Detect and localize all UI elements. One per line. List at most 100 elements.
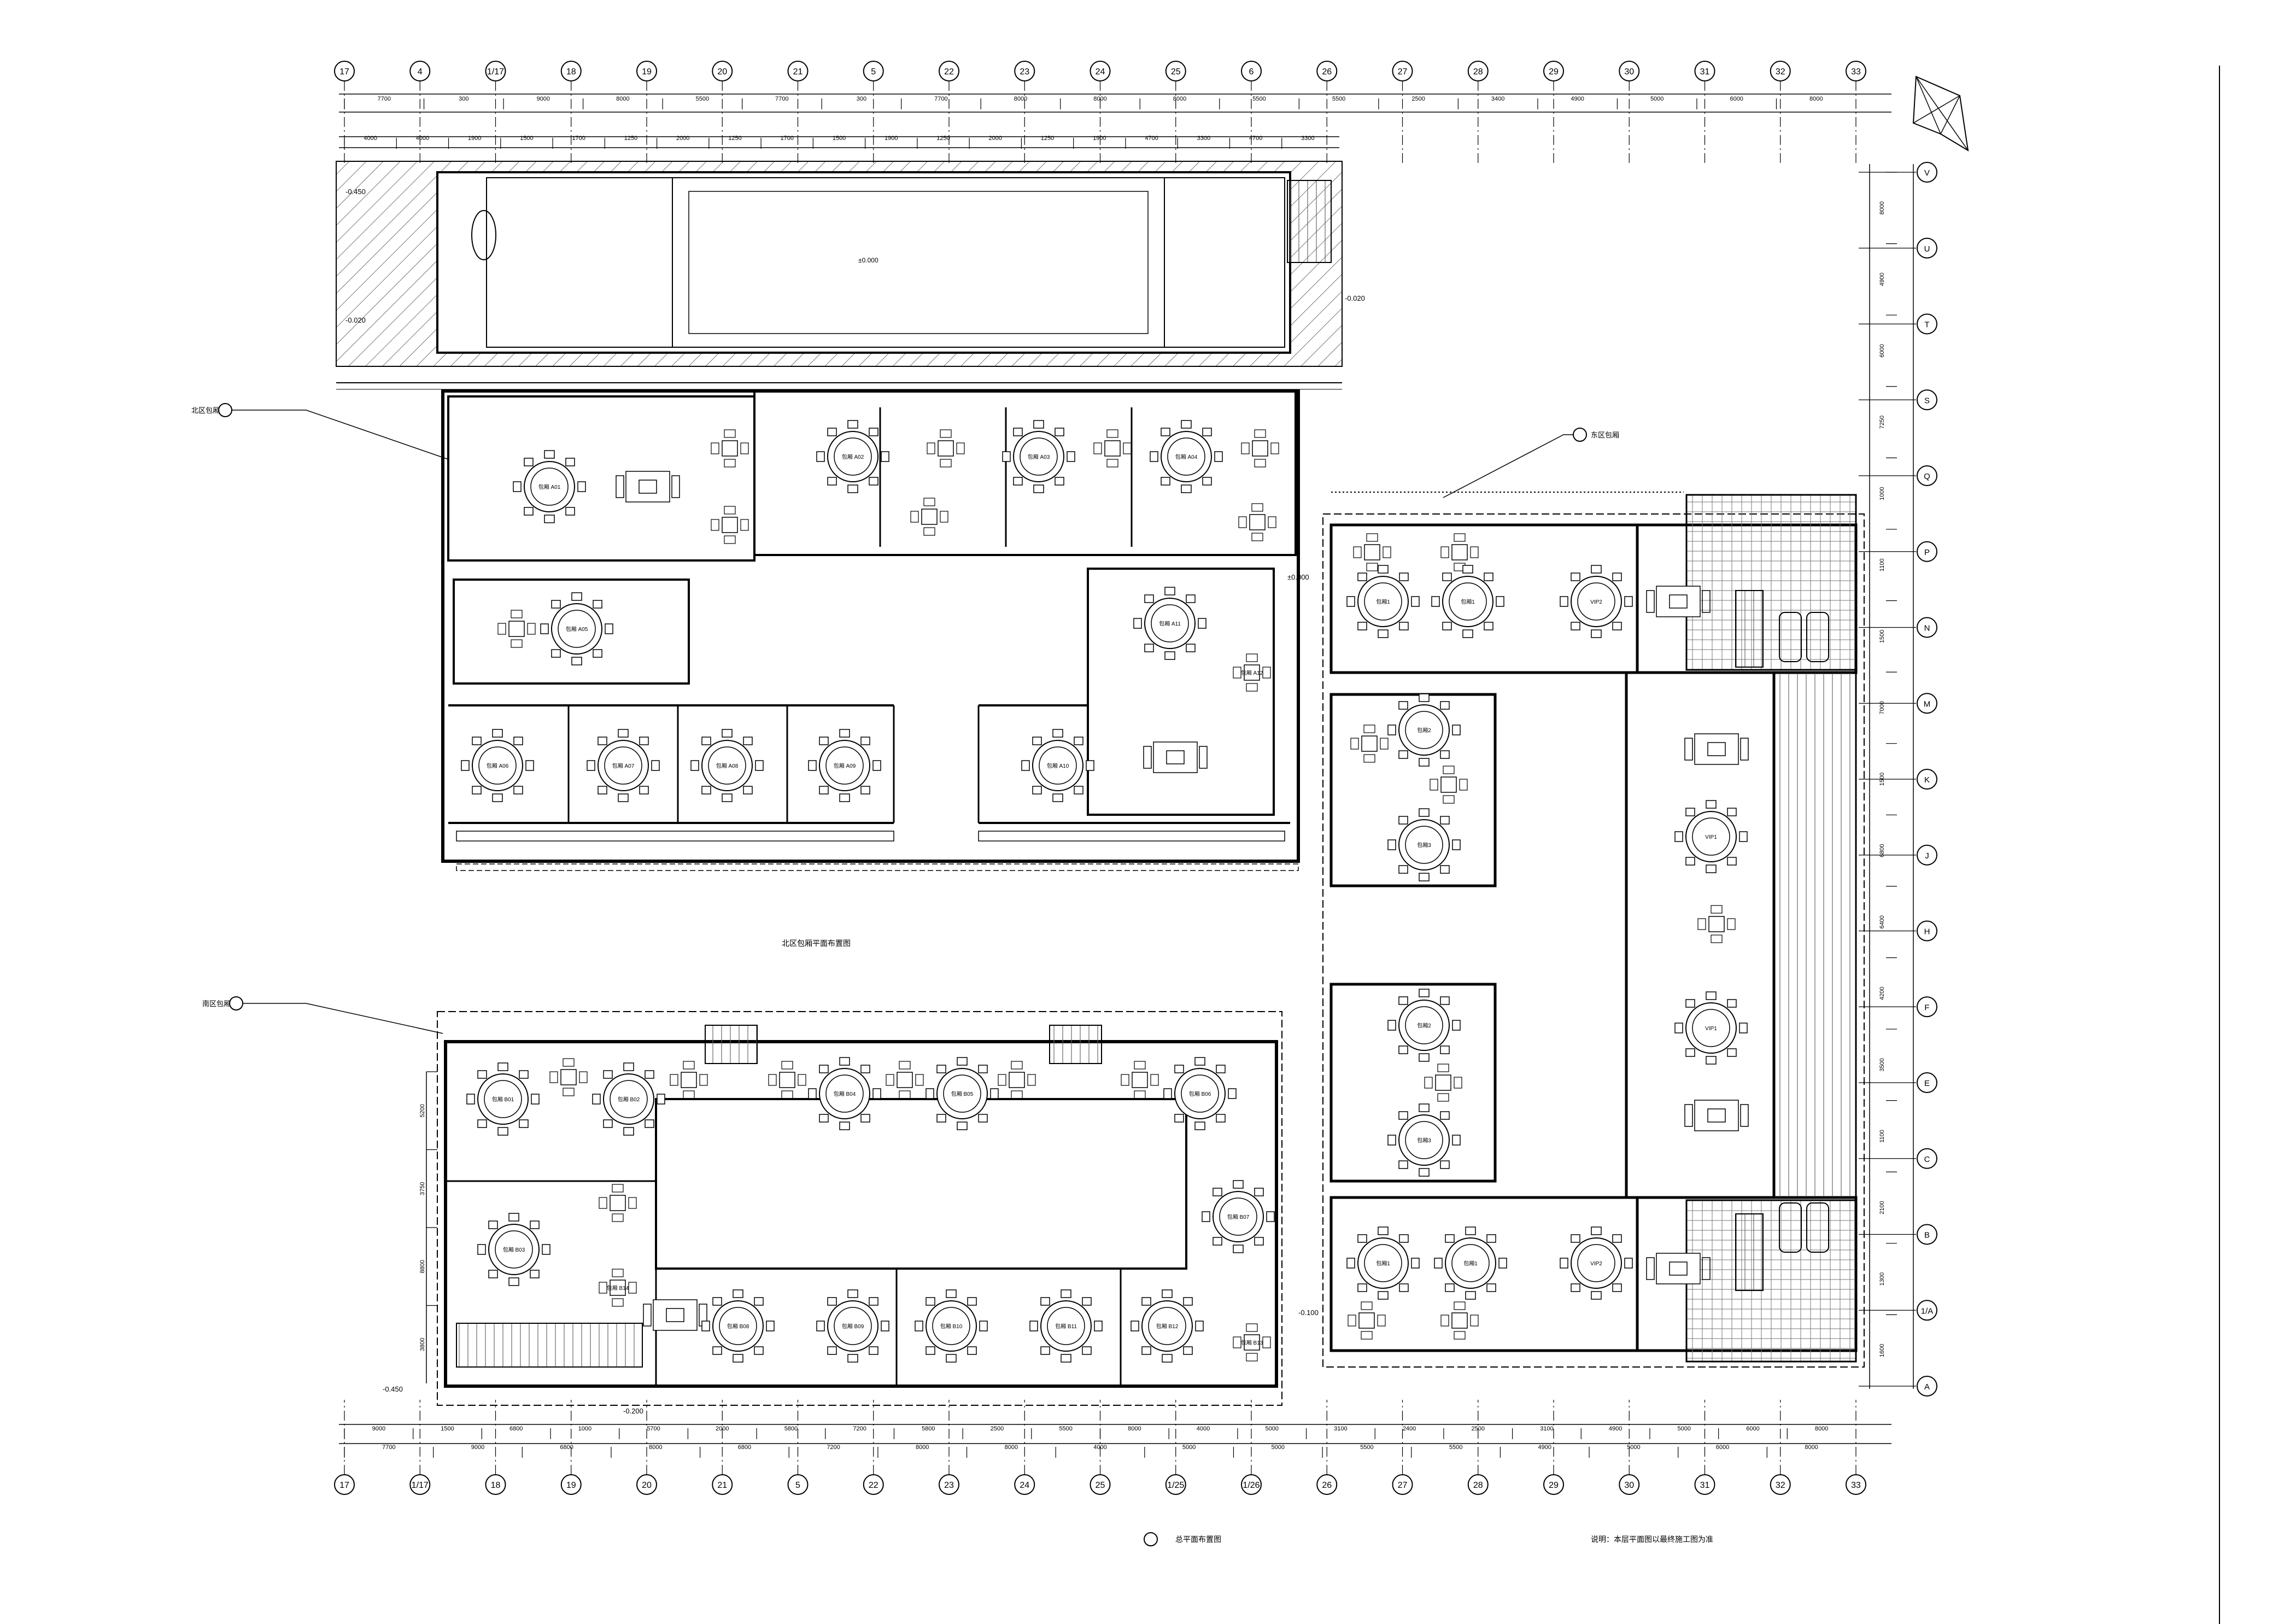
- grid-top-bubble: [485, 61, 506, 81]
- grid-right-label: P: [1924, 548, 1930, 557]
- level-center: ±0.000: [1287, 573, 1309, 581]
- grid-top-label: 21: [793, 67, 803, 77]
- north-room-label: 包厢 A03: [1028, 453, 1050, 460]
- bottom-dim2-value: 8000: [649, 1444, 662, 1451]
- grid-top-label: 19: [642, 67, 652, 77]
- left-dim-value: 5200: [419, 1104, 426, 1117]
- level-north-right: -0.020: [1345, 294, 1365, 302]
- drawing-note: 说明：本层平面图以最终施工图为准: [1591, 1535, 1713, 1544]
- grid-right-bubble: [1917, 693, 1937, 714]
- grid-top-label: 18: [566, 67, 576, 77]
- bottom-dim-value: 8000: [1128, 1426, 1141, 1432]
- grid-top-label: 17: [339, 67, 349, 77]
- grid-right-bubble: [1917, 844, 1937, 866]
- bottom-dim2-value: 8000: [1005, 1444, 1018, 1451]
- grid-bottom-bubble: [1467, 1474, 1489, 1495]
- bottom-dimension-chain: [339, 1424, 1891, 1444]
- grid-bottom-label: 26: [1322, 1481, 1332, 1490]
- bottom-dim2-value: 9000: [471, 1444, 484, 1451]
- left-dim-value: 3800: [419, 1338, 426, 1351]
- bottom-dim2-value: 6000: [1716, 1444, 1729, 1451]
- grid-bottom-label: 17: [339, 1481, 349, 1490]
- top-dim2-value: 4000: [416, 135, 429, 142]
- bottom-dim2-value: 8000: [1805, 1444, 1818, 1451]
- grid-right-label: A: [1924, 1382, 1930, 1392]
- grid-right-label: K: [1924, 775, 1930, 785]
- bottom-dim2-value: 6800: [560, 1444, 573, 1451]
- bottom-dim-value: 4900: [1609, 1426, 1622, 1432]
- grid-bottom-bubble: [1241, 1474, 1262, 1495]
- left-dim-value: 3750: [419, 1182, 426, 1195]
- grid-top-bubble: [1619, 61, 1640, 81]
- grid-top-label: 20: [717, 67, 727, 77]
- bottom-dim-value: 7200: [853, 1426, 866, 1432]
- top-dim2-value: 1900: [1093, 135, 1106, 142]
- bottom-dim-value: 1500: [441, 1426, 454, 1432]
- grid-right-bubble: [1917, 769, 1937, 790]
- top-dim-value: 2500: [1411, 96, 1425, 102]
- south-room-label: 包厢 B11: [1055, 1323, 1077, 1330]
- bottom-dim2-value: 5000: [1627, 1444, 1640, 1451]
- top-dim2-value: 4700: [1249, 135, 1262, 142]
- level-north-left: -0.450: [345, 188, 366, 196]
- right-dim-value: 1600: [1879, 1343, 1885, 1357]
- grid-bottom-label: 1/25: [1167, 1481, 1184, 1490]
- bottom-dim-value: 1000: [578, 1426, 591, 1432]
- north-room-label: 包厢 A01: [538, 483, 561, 490]
- title-bubble: [1144, 1532, 1158, 1546]
- north-room-label: 包厢 A09: [834, 762, 856, 769]
- grid-right-label: J: [1925, 851, 1929, 861]
- grid-right-label: N: [1924, 624, 1930, 633]
- north-basement-pool: ±0.000 -0.450 -0.020 -0.020: [336, 161, 1365, 390]
- top-dimension-chain: [339, 94, 1891, 148]
- bottom-dim-value: 2400: [1403, 1426, 1416, 1432]
- bottom-dim-value: 5000: [1678, 1426, 1691, 1432]
- grid-top-label: 29: [1549, 67, 1559, 77]
- bottom-dim-value: 5800: [784, 1426, 798, 1432]
- grid-bottom-bubble: [787, 1474, 809, 1495]
- south-room-label: 包厢 B08: [727, 1323, 749, 1330]
- east-room-label: 包厢2: [1417, 727, 1431, 734]
- grid-bottom-bubble: [334, 1474, 355, 1495]
- grid-top-label: 30: [1624, 67, 1634, 77]
- top-dim2-value: 1900: [885, 135, 898, 142]
- grid-top-bubble: [787, 61, 809, 81]
- grid-bottom-bubble: [1846, 1474, 1866, 1495]
- grid-top-bubble: [939, 61, 959, 81]
- bottom-dim-value: 5800: [922, 1426, 935, 1432]
- top-dim-value: 300: [459, 96, 468, 102]
- right-dim-value: 4900: [1879, 273, 1885, 286]
- grid-top-label: 33: [1851, 67, 1861, 77]
- grid-bottom-bubble: [485, 1474, 506, 1495]
- top-dim-value: 7700: [378, 96, 391, 102]
- east-room-label: 包厢1: [1376, 598, 1390, 605]
- grid-right-bubble: [1917, 162, 1937, 183]
- grid-right-label: B: [1924, 1231, 1930, 1240]
- east-room-label: 包厢3: [1417, 1137, 1431, 1144]
- grid-right-label: 1/A: [1921, 1306, 1934, 1316]
- grid-top-bubble: [712, 61, 733, 81]
- top-dim2-value: 3300: [1197, 135, 1210, 142]
- east-room-label: VIP2: [1590, 599, 1602, 605]
- north-plan-caption: 北区包厢平面布置图: [782, 939, 851, 948]
- north-room-label: 包厢 A11: [1159, 620, 1181, 627]
- grid-bottom-label: 5: [795, 1481, 800, 1490]
- grid-bottom-bubble: [863, 1474, 884, 1495]
- grid-top-label: 25: [1171, 67, 1181, 77]
- grid-right-label: T: [1924, 320, 1929, 330]
- grid-bottom-bubble: [560, 1474, 582, 1495]
- grid-right-label: H: [1924, 927, 1930, 937]
- grid-top-bubble: [334, 61, 355, 81]
- bottom-dim2-value: 6800: [738, 1444, 751, 1451]
- right-dim-value: 1100: [1879, 558, 1885, 571]
- south-room-label: 包厢 B10: [940, 1323, 963, 1330]
- grid-bottom-label: 25: [1096, 1481, 1105, 1490]
- grid-bottom-label: 28: [1473, 1481, 1483, 1490]
- east-room-label: 包厢3: [1417, 842, 1431, 849]
- grid-bottom-label: 29: [1549, 1481, 1559, 1490]
- north-room-label: 包厢 A06: [487, 762, 509, 769]
- bottom-dim-value: 8000: [1815, 1426, 1828, 1432]
- bottom-dim-value: 3100: [1540, 1426, 1553, 1432]
- bottom-dim-value: 6800: [509, 1426, 523, 1432]
